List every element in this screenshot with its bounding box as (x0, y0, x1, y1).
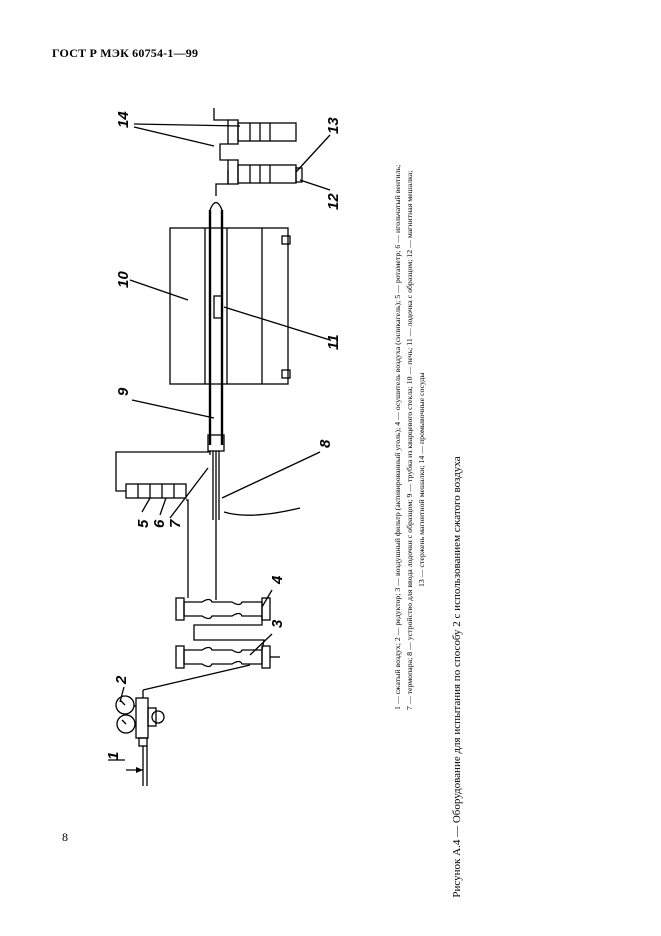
legend-line-2: 7 — термопара; 8 — устройство для ввода … (405, 171, 414, 710)
air-filter (175, 645, 280, 669)
label-6: 6 (151, 519, 168, 528)
pressure-regulator (115, 664, 251, 786)
label-2: 2 (113, 675, 130, 685)
quartz-tube (207, 201, 225, 600)
label-4: 4 (269, 575, 286, 585)
legend-line-3: 13 — стержень магнитной мешалки; 14 — пр… (417, 372, 426, 587)
label-1: 1 (105, 752, 122, 760)
label-9: 9 (115, 387, 132, 396)
label-8: 8 (317, 439, 334, 448)
page-number: 8 (62, 830, 68, 844)
label-5: 5 (135, 519, 152, 528)
label-14: 14 (115, 111, 132, 128)
furnace (169, 227, 291, 385)
document-header: ГОСТ Р МЭК 60754-1—99 (52, 46, 199, 60)
legend-line-1: 1 — сжатый воздух; 2 — редуктор; 3 — воз… (393, 165, 402, 710)
label-10: 10 (115, 271, 132, 288)
label-13: 13 (325, 117, 342, 134)
rotameter-assembly (115, 451, 211, 598)
figure-caption: Рисунок А.4 — Оборудование для испытания… (451, 456, 463, 897)
label-11: 11 (325, 334, 342, 350)
wash-bottles (213, 108, 303, 196)
label-12: 12 (325, 193, 342, 210)
label-7: 7 (167, 519, 184, 528)
callout-lines (108, 123, 331, 761)
thermocouple (223, 507, 301, 516)
diagram-labels: 1 2 3 4 5 6 7 8 9 10 11 12 13 14 (105, 111, 342, 760)
air-dryer (175, 597, 271, 651)
label-3: 3 (269, 619, 286, 628)
